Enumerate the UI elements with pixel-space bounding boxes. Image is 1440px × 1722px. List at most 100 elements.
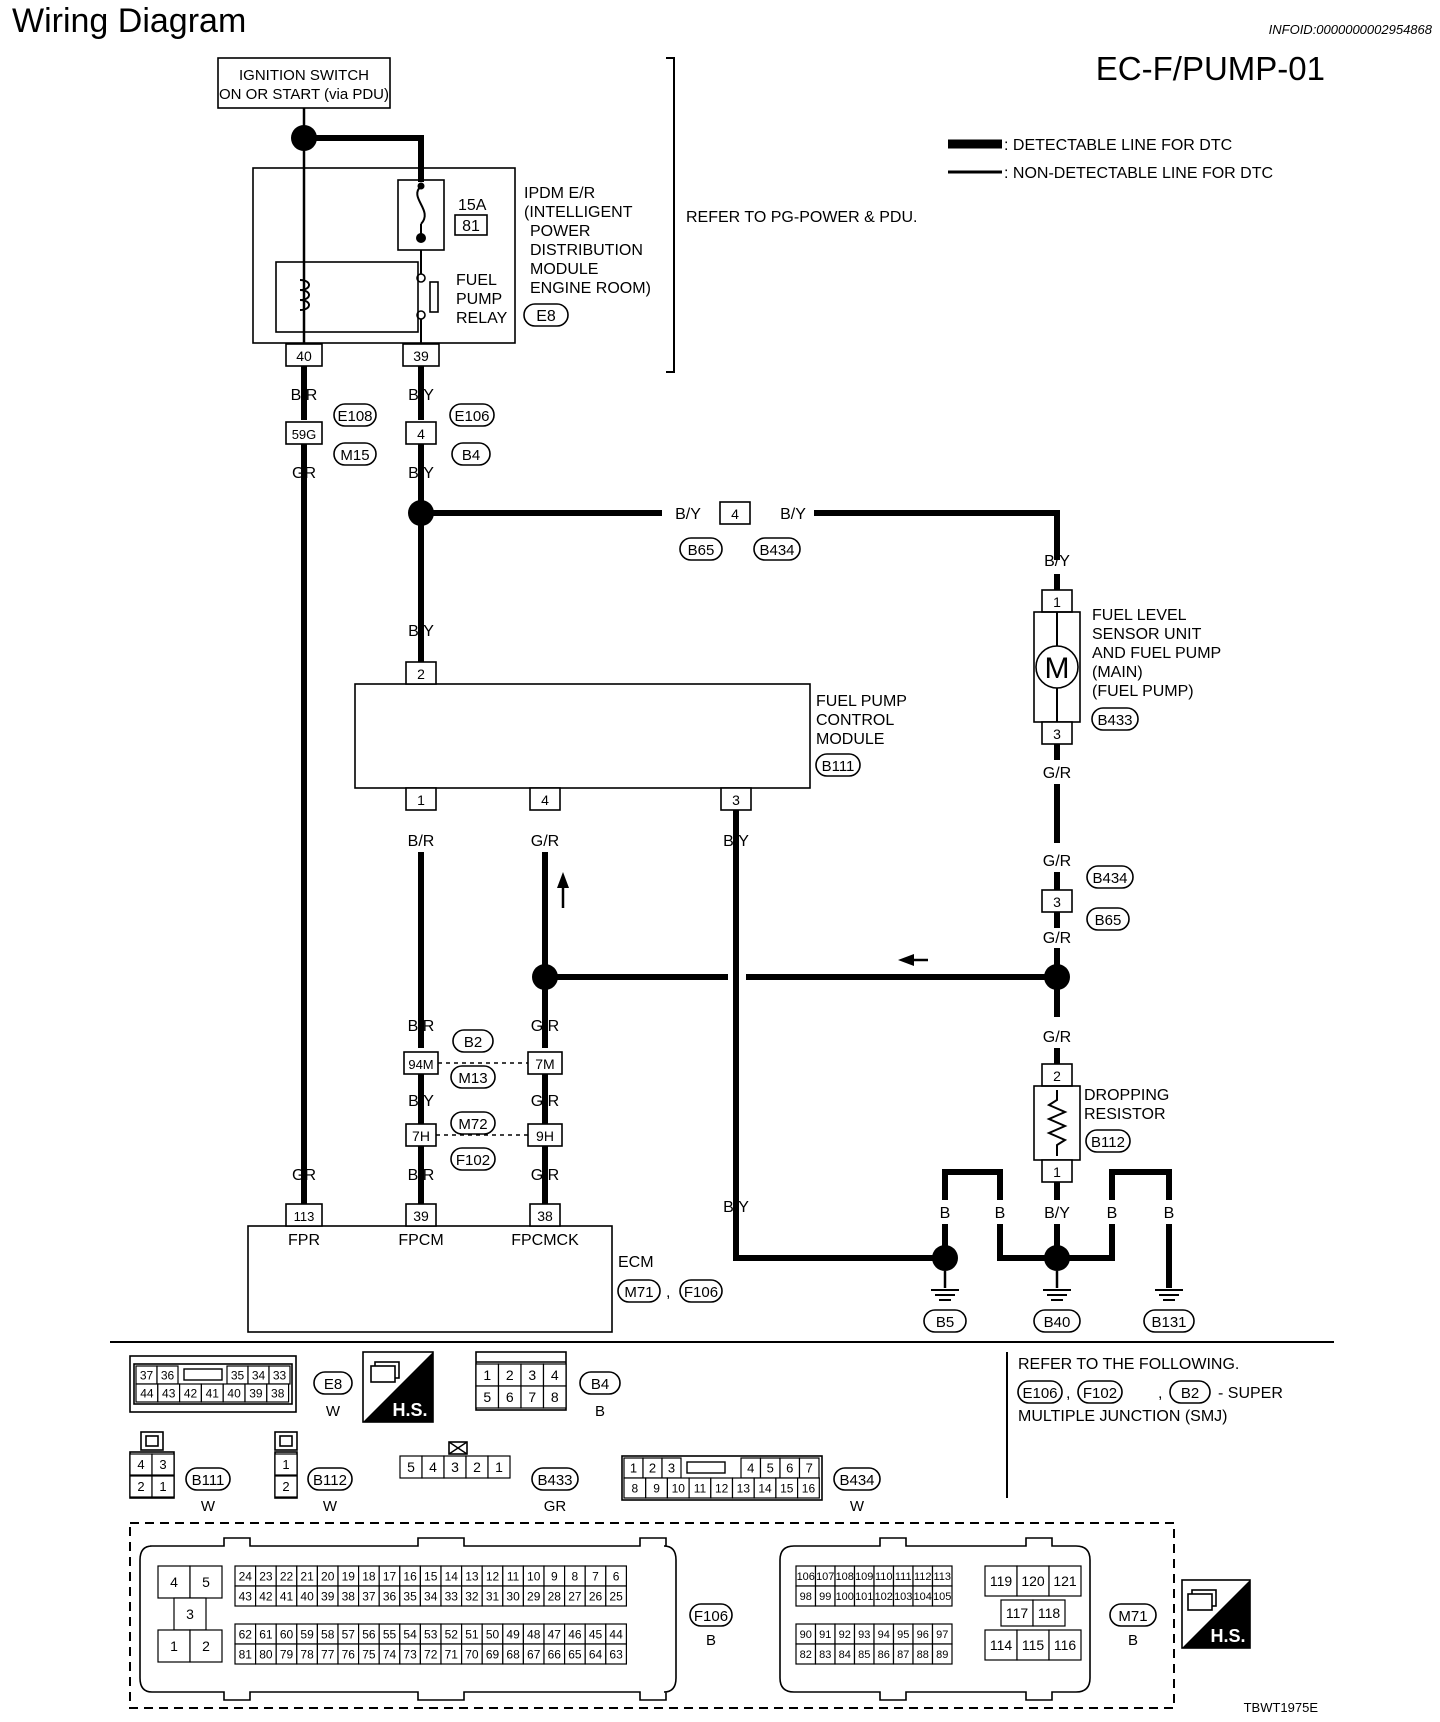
f106-pin-16: 16 [403, 1569, 417, 1583]
dropping-resistor [1033, 1085, 1081, 1161]
fpcm-line-1: FUEL PUMP [816, 693, 907, 710]
e8-pin-36: 36 [161, 1368, 175, 1382]
f106-pin-21: 21 [300, 1569, 314, 1583]
joint-e106: E106 [454, 408, 489, 425]
ipdm-module: 15A 81 FUEL PUMP RELAY [252, 167, 516, 345]
relay-line-1: FUEL [456, 272, 497, 289]
m71-pin-98: 98 [800, 1591, 812, 1603]
f106-pin-27: 27 [568, 1589, 582, 1603]
b434-pin-2: 2 [649, 1461, 656, 1476]
wire-label-gr-2: GR [292, 1167, 316, 1184]
e8-pin-42: 42 [184, 1386, 198, 1400]
wire-label-by-5: B/Y [408, 623, 434, 640]
joint-m15: M15 [340, 447, 369, 464]
f106-pin-36: 36 [383, 1589, 397, 1603]
joint-4-e106: 4 [405, 421, 437, 445]
wire-label-by-1: B/Y [408, 387, 434, 404]
ground-symbol-b5 [931, 1271, 959, 1301]
b434-pin-15: 15 [780, 1481, 794, 1495]
f106-pin-65: 65 [568, 1647, 582, 1661]
f106-pin-14: 14 [445, 1569, 459, 1583]
connector-b112-color: W [323, 1498, 338, 1515]
resistor-line-2: RESISTOR [1084, 1106, 1166, 1123]
f106-pin-7: 7 [592, 1569, 599, 1583]
b433-pin-4: 4 [429, 1459, 437, 1475]
refer-suffix: - SUPER [1218, 1385, 1283, 1402]
b4-pin-1: 1 [483, 1367, 491, 1383]
joint-3-b434: 3 [1041, 889, 1073, 913]
m71-pin-91: 91 [819, 1629, 831, 1641]
fpcm-pin-1: 1 [405, 787, 437, 811]
f106-pin-20: 20 [321, 1569, 335, 1583]
f106-pin-54: 54 [403, 1627, 417, 1641]
joint-b434-top: B434 [759, 542, 794, 559]
m71-pin-90: 90 [800, 1629, 812, 1641]
e8-pin-34: 34 [252, 1368, 266, 1382]
m71-pin-121: 121 [1053, 1573, 1077, 1589]
f106-pin-39: 39 [321, 1589, 335, 1603]
ecm-pin-name-fpcm: FPCM [398, 1232, 443, 1249]
f106-pin-52: 52 [445, 1627, 459, 1641]
ipdm-refer: REFER TO PG-POWER & PDU. [686, 209, 917, 226]
joint-94m: 94M [403, 1051, 439, 1075]
f106-pin-64: 64 [589, 1647, 603, 1661]
refer-following: REFER TO THE FOLLOWING. E106 , F102 , B2… [1017, 1356, 1283, 1425]
b434-pin-8: 8 [632, 1481, 639, 1495]
f106-pin-5: 5 [202, 1574, 210, 1590]
svg-text:4: 4 [541, 792, 549, 808]
f106-pin-67: 67 [527, 1647, 541, 1661]
f106-pin-9: 9 [551, 1569, 558, 1583]
wire-label-gr-8: G/R [1043, 853, 1071, 870]
m71-pin-118: 118 [1038, 1605, 1061, 1621]
fuel-pump-unit: M [1033, 611, 1081, 723]
m71-pin-88: 88 [917, 1649, 929, 1661]
m71-pin-93: 93 [858, 1629, 870, 1641]
m71-pin-111: 111 [895, 1571, 912, 1583]
b433-pin-2: 2 [473, 1459, 481, 1475]
f106-pin-6: 6 [613, 1569, 620, 1583]
b434-pin-12: 12 [715, 1481, 729, 1495]
f106-pin-23: 23 [259, 1569, 273, 1583]
connector-b112-id: B112 [313, 1472, 347, 1489]
ignition-line1: IGNITION SWITCH [239, 67, 369, 84]
connector-e8-color: W [326, 1403, 341, 1420]
wire-label-br-4: B/R [408, 1167, 435, 1184]
ignition-switch-box: IGNITION SWITCH ON OR START (via PDU) [217, 57, 391, 109]
wire-label-b-4: B [1164, 1205, 1175, 1222]
f106-pin-49: 49 [506, 1627, 520, 1641]
refer-sep-1: , [1066, 1385, 1070, 1402]
b434-pin-7: 7 [806, 1461, 813, 1476]
f106-pin-8: 8 [572, 1569, 579, 1583]
wire-label-by-4: B/Y [780, 506, 806, 523]
b4-pin-6: 6 [506, 1389, 514, 1405]
fpcm-line-2: CONTROL [816, 712, 894, 729]
e8-pin-37: 37 [140, 1368, 154, 1382]
f106-pin-13: 13 [465, 1569, 479, 1583]
b434-pin-1: 1 [630, 1461, 637, 1476]
wire-label-by-8: B/Y [723, 1199, 749, 1216]
svg-text:2: 2 [417, 666, 425, 682]
resistor-pin-2: 2 [1041, 1063, 1073, 1087]
f106-pin-76: 76 [342, 1647, 356, 1661]
b434-pin-11: 11 [694, 1481, 707, 1495]
b434-pin-16: 16 [802, 1481, 816, 1495]
wire-label-b-2: B [995, 1205, 1006, 1222]
f106-pin-77: 77 [321, 1647, 335, 1661]
e8-pin-33: 33 [273, 1368, 287, 1382]
e8-pin-41: 41 [206, 1386, 220, 1400]
f106-pin-73: 73 [403, 1647, 417, 1661]
f106-pin-80: 80 [259, 1647, 273, 1661]
b4-pin-8: 8 [551, 1389, 559, 1405]
f106-pin-18: 18 [362, 1569, 376, 1583]
joint-f102: F102 [456, 1152, 490, 1169]
m71-pin-95: 95 [897, 1629, 909, 1641]
m71-pin-113: 113 [933, 1571, 951, 1583]
joint-7m: 7M [527, 1051, 563, 1075]
m71-pin-115: 115 [1022, 1637, 1045, 1653]
b434-pin-3: 3 [668, 1461, 675, 1476]
f106-pin-28: 28 [548, 1589, 562, 1603]
connector-b434-color: W [850, 1498, 865, 1515]
joint-b2: B2 [464, 1034, 482, 1051]
f106-pin-26: 26 [589, 1589, 603, 1603]
